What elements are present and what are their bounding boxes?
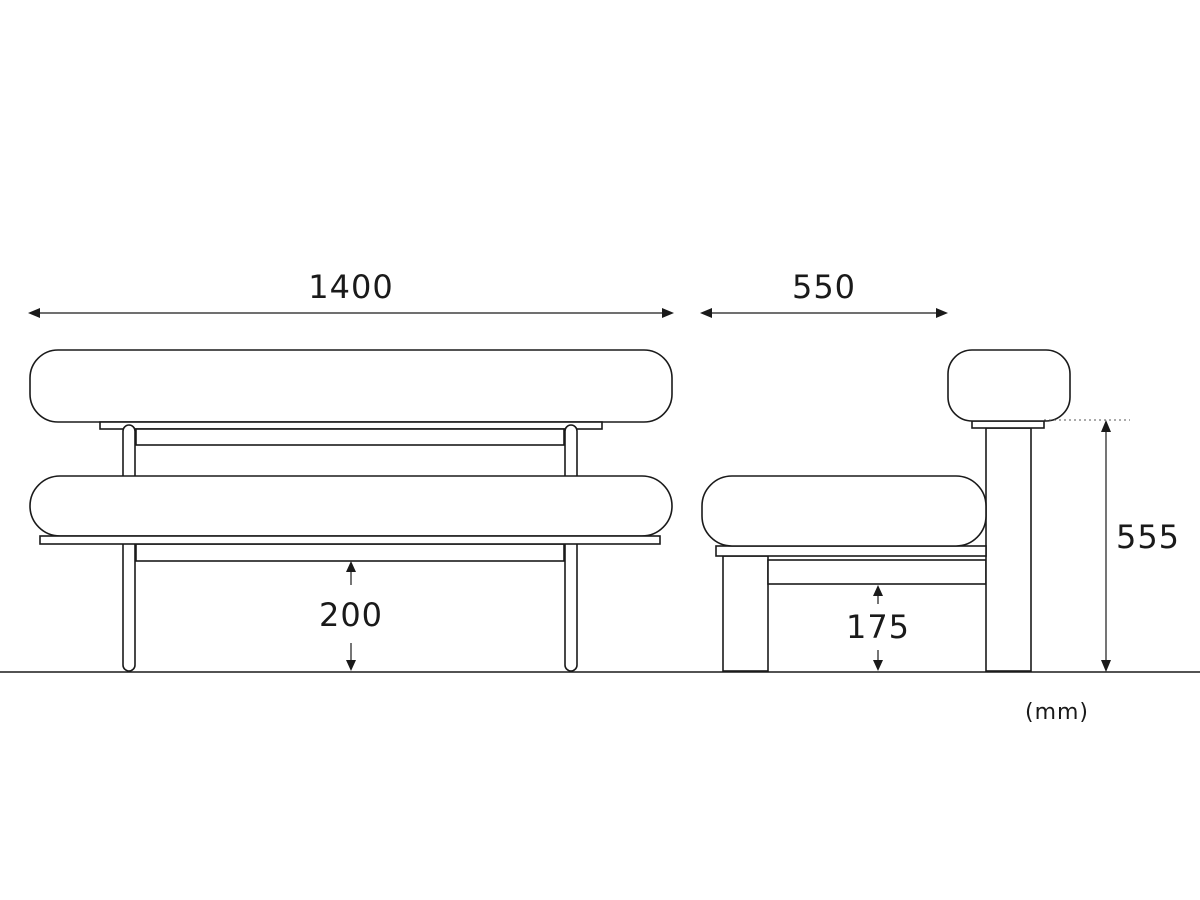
front-right-leg [564, 424, 578, 672]
front-clearance-label: 200 [319, 596, 383, 634]
front-clearance-arrow-down [346, 660, 356, 671]
side-back-post [985, 427, 1032, 672]
side-seat-plate [715, 545, 987, 557]
front-width-label: 1400 [308, 268, 393, 306]
height-label: 555 [1116, 518, 1180, 556]
side-clearance-arrow-up [873, 585, 883, 596]
front-upper-stretcher [135, 428, 565, 446]
side-lower-stretcher [767, 559, 987, 585]
side-front-leg [722, 555, 769, 672]
side-seat-cushion [701, 475, 987, 547]
front-left-leg [122, 424, 136, 672]
front-lower-stretcher [135, 543, 565, 562]
front-back-tray [99, 421, 603, 430]
side-clearance-label: 175 [846, 608, 910, 646]
side-depth-arrow-right [936, 308, 948, 318]
unit-label: (mm) [1025, 700, 1089, 725]
side-back-tray [971, 420, 1045, 429]
side-depth-label: 550 [792, 268, 856, 306]
front-clearance-arrow-up [346, 561, 356, 572]
front-view: 1400 200 [28, 268, 674, 672]
front-width-arrow-right [662, 308, 674, 318]
side-depth-arrow-left [700, 308, 712, 318]
front-back-cushion [29, 349, 673, 423]
height-arrow-down [1101, 660, 1111, 672]
front-seat-plate [39, 535, 661, 545]
side-clearance-arrow-down [873, 660, 883, 671]
height-arrow-up [1101, 420, 1111, 432]
front-width-arrow-left [28, 308, 40, 318]
side-back-cushion [947, 349, 1071, 422]
side-view: 550 175 555 [700, 268, 1180, 672]
front-seat-cushion [29, 475, 673, 537]
